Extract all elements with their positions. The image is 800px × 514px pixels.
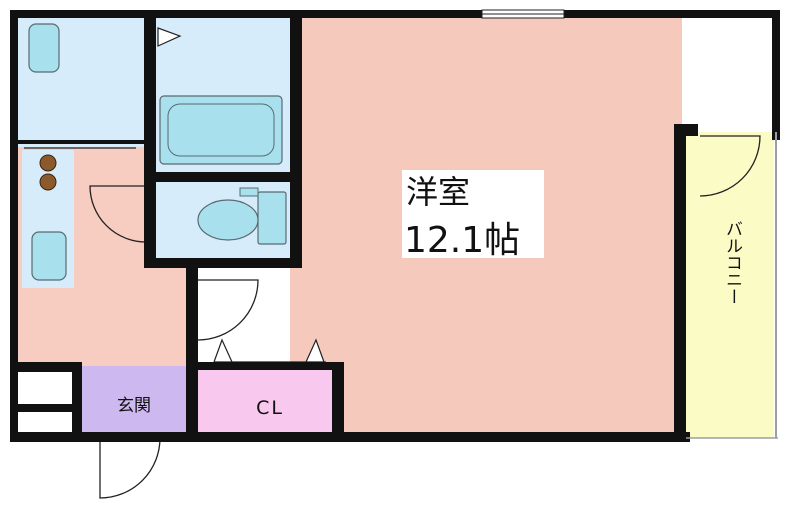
western-room-name: 洋室	[406, 173, 470, 211]
hall-door-icon	[197, 279, 259, 341]
closet-door-right-icon	[305, 338, 325, 363]
bathroom-door-icon	[157, 27, 182, 47]
toilet-tank-icon	[257, 191, 287, 245]
entrance-door-icon	[99, 437, 161, 499]
closet-area	[198, 366, 336, 436]
stove-burner-icon	[39, 154, 57, 172]
walls	[10, 10, 780, 442]
toilet-bowl-icon	[197, 199, 259, 241]
entrance-label: 玄関	[117, 396, 151, 416]
balcony-label: バルコニー	[722, 220, 742, 305]
balcony-area	[686, 132, 774, 438]
washbasin-icon	[28, 23, 60, 73]
kitchen-door-icon	[89, 185, 147, 243]
closet-door-left-icon	[213, 338, 233, 363]
western-room-label-bg	[402, 170, 544, 258]
toilet-tank-cap	[239, 187, 259, 197]
bathtub-inner	[167, 103, 275, 157]
balcony-door-icon	[699, 135, 761, 197]
entrance-area	[78, 366, 190, 436]
western-room-size: 12.1帖	[404, 220, 520, 261]
stove-burner-icon	[39, 173, 57, 191]
sink-icon	[31, 231, 67, 281]
closet-label: CL	[256, 397, 284, 419]
